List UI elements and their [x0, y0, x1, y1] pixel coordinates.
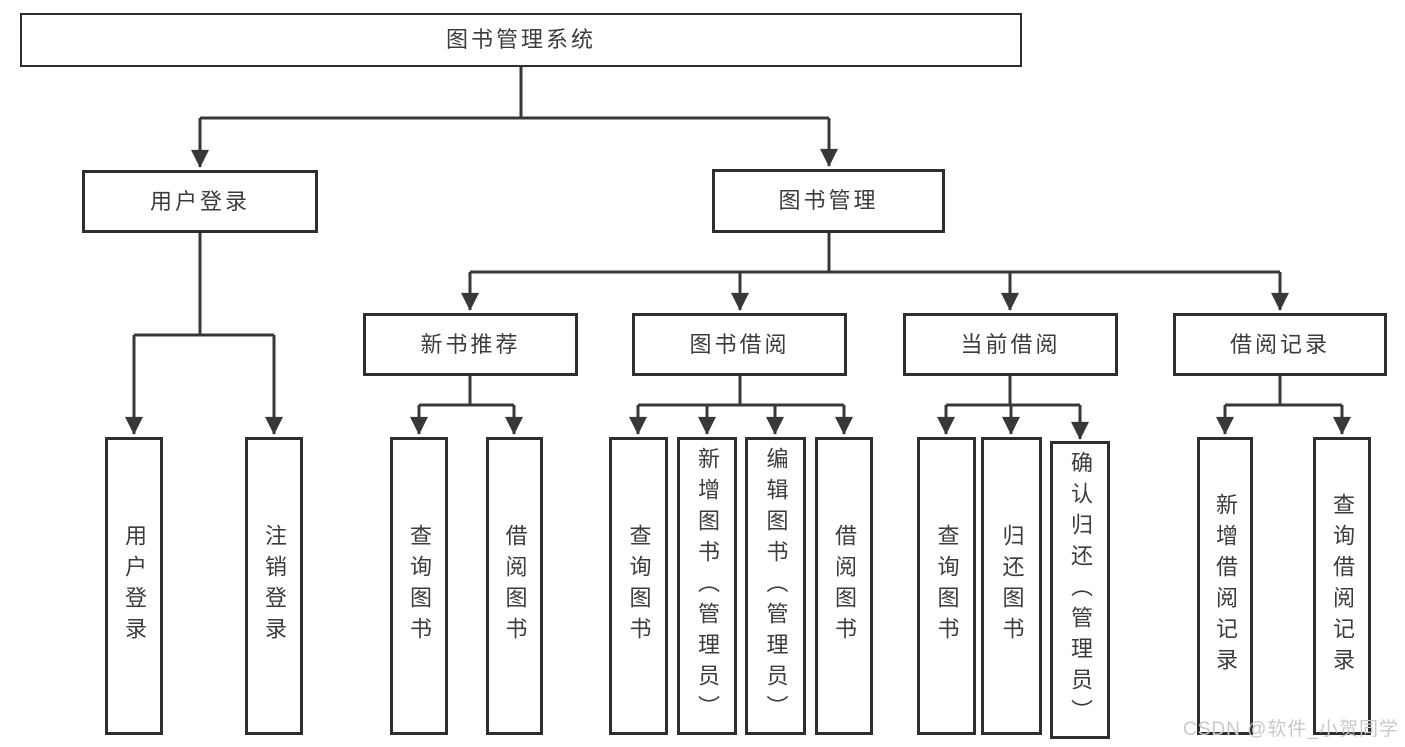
- connector-new-book-children: [410, 376, 523, 435]
- node-current-borrow: 当前借阅: [903, 313, 1118, 376]
- node-user-login: 用户登录: [82, 170, 318, 233]
- node-library-system-label: 图书管理系统: [445, 27, 596, 52]
- node-book-borrow-label: 图书借阅: [689, 331, 790, 357]
- leaf-record-add-label: 新增借阅记录: [1213, 493, 1238, 679]
- leaf-current-query-books-label: 查询图书: [934, 524, 960, 648]
- leaf-borrow-edit-books-admin: 编辑图书（管理员）: [745, 437, 806, 735]
- leaf-newbook-query-books-label: 查询图书: [407, 524, 432, 648]
- node-borrow-record-label: 借阅记录: [1229, 331, 1330, 357]
- node-book-borrow: 图书借阅: [632, 313, 847, 376]
- leaf-current-return-books: 归还图书: [981, 437, 1042, 735]
- leaf-current-confirm-return-admin-label: 确认归还（管理员）: [1068, 450, 1093, 730]
- leaf-borrow-edit-books-admin-label: 编辑图书（管理员）: [763, 446, 789, 726]
- csdn-watermark: CSDN @软件_小贺同学: [1183, 719, 1399, 740]
- leaf-newbook-borrow-books-label: 借阅图书: [502, 524, 528, 648]
- leaf-logout: 注销登录: [245, 437, 303, 735]
- leaf-logout-label: 注销登录: [262, 524, 287, 648]
- connector-current-borrow-children: [937, 376, 1089, 440]
- node-new-book-recommend-label: 新书推荐: [420, 331, 521, 357]
- leaf-borrow-query-books: 查询图书: [609, 437, 668, 735]
- node-new-book-recommend: 新书推荐: [363, 313, 578, 376]
- leaf-record-query-label: 查询借阅记录: [1330, 493, 1355, 679]
- leaf-user-login: 用户登录: [105, 437, 163, 735]
- leaf-borrow-add-books-admin: 新增图书（管理员）: [677, 437, 737, 735]
- leaf-record-query: 查询借阅记录: [1313, 437, 1371, 735]
- leaf-newbook-borrow-books: 借阅图书: [486, 437, 543, 735]
- node-book-management-label: 图书管理: [778, 188, 879, 213]
- connector-book-mgmt-children: [461, 233, 1289, 311]
- node-borrow-record: 借阅记录: [1173, 313, 1387, 376]
- leaf-current-return-books-label: 归还图书: [999, 524, 1025, 648]
- node-user-login-label: 用户登录: [149, 188, 250, 214]
- leaf-borrow-add-books-admin-label: 新增图书（管理员）: [695, 446, 720, 726]
- leaf-borrow-borrow-books: 借阅图书: [815, 437, 873, 735]
- leaf-newbook-query-books: 查询图书: [390, 437, 448, 735]
- leaf-user-login-label: 用户登录: [122, 524, 147, 648]
- leaf-current-query-books: 查询图书: [917, 437, 976, 735]
- connector-root-to-level1: [191, 67, 838, 168]
- node-library-system: 图书管理系统: [20, 13, 1022, 67]
- leaf-current-confirm-return-admin: 确认归还（管理员）: [1050, 441, 1110, 739]
- leaf-borrow-borrow-books-label: 借阅图书: [832, 524, 857, 648]
- connector-book-borrow-children: [629, 376, 853, 435]
- connector-user-login-children: [125, 233, 283, 435]
- node-current-borrow-label: 当前借阅: [960, 331, 1061, 357]
- connector-borrow-record-children: [1216, 376, 1351, 435]
- leaf-borrow-query-books-label: 查询图书: [626, 524, 652, 648]
- leaf-record-add: 新增借阅记录: [1197, 437, 1253, 735]
- node-book-management: 图书管理: [712, 169, 945, 233]
